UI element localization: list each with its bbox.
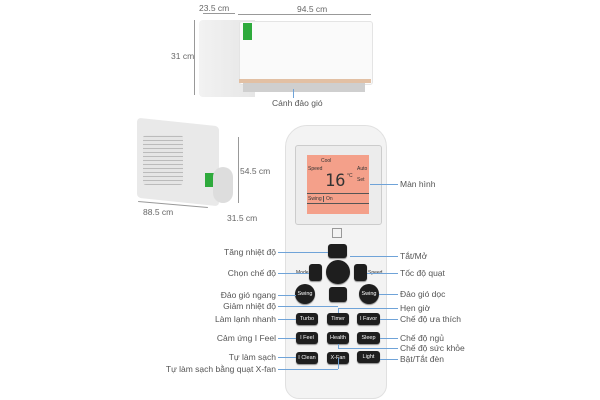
temperature: 16 (325, 171, 346, 191)
label-horizontal-swing: Đảo gió ngang (220, 290, 276, 300)
label-iclean: Tự làm sạch (228, 352, 276, 362)
outdoor-width: 88.5 cm (143, 207, 174, 217)
label-turbo: Làm lạnh nhanh (215, 314, 276, 324)
temp-up-button[interactable] (328, 244, 347, 258)
outdoor-depth: 31.5 cm (227, 213, 258, 223)
outdoor-energy-label (205, 173, 214, 187)
louver-label: Cánh đảo gió (272, 98, 323, 108)
energy-label (243, 23, 252, 40)
vertical-swing-button[interactable]: Swing (359, 284, 379, 304)
horizontal-swing-button[interactable]: Swing (295, 284, 315, 304)
ifavor-button[interactable]: I Favor (357, 313, 380, 325)
outdoor-height: 54.5 cm (240, 166, 271, 176)
ifeel-button[interactable]: I Feel (296, 332, 318, 344)
timer-button[interactable]: Timer (327, 313, 349, 325)
speed-button[interactable] (354, 264, 367, 281)
indoor-width: 94.5 cm (297, 4, 328, 14)
label-power: Tắt/Mở (400, 251, 428, 261)
indoor-unit-front (239, 21, 373, 85)
louver (243, 83, 365, 92)
label-timer: Hẹn giờ (400, 303, 431, 313)
lcd-screen: Cool Speed Auto 16 °C Set Swing On (307, 155, 369, 214)
indoor-depth: 23.5 cm (199, 3, 230, 13)
label-vertical-swing: Đảo gió dọc (400, 289, 446, 299)
health-button[interactable]: Health (327, 332, 349, 344)
label-ifavor: Chế độ ưa thích (400, 314, 461, 324)
valve-cover (213, 167, 233, 203)
label-sleep: Chế độ ngủ (400, 333, 444, 343)
screen-label: Màn hình (400, 179, 436, 189)
fan-grille (143, 135, 183, 185)
mode-button[interactable] (309, 264, 322, 281)
label-temp-down: Giảm nhiệt độ (223, 301, 276, 311)
turbo-button[interactable]: Turbo (296, 313, 318, 325)
gold-trim (239, 79, 371, 83)
label-mode: Chọn chế độ (227, 268, 276, 278)
label-speed: Tốc độ quạt (400, 268, 445, 278)
sleep-button[interactable]: Sleep (357, 332, 380, 344)
power-button[interactable] (326, 260, 350, 284)
temp-down-button[interactable] (329, 287, 347, 302)
label-ifeel: Cảm ứng I Feel (216, 333, 276, 343)
iclean-button[interactable]: I Clean (296, 352, 318, 364)
label-xfan: Tự làm sạch bằng quạt X-fan (165, 364, 276, 374)
label-health: Chế độ sức khỏe (400, 343, 465, 353)
indoor-height: 31 cm (171, 51, 195, 61)
label-light: Bật/Tắt đèn (400, 354, 444, 364)
light-button[interactable]: Light (357, 351, 380, 363)
dim-line (238, 14, 371, 15)
dim-line (194, 20, 195, 95)
dim-line (203, 13, 235, 14)
brand-logo-icon (332, 228, 342, 238)
label-temp-up: Tăng nhiệt độ (224, 247, 276, 257)
